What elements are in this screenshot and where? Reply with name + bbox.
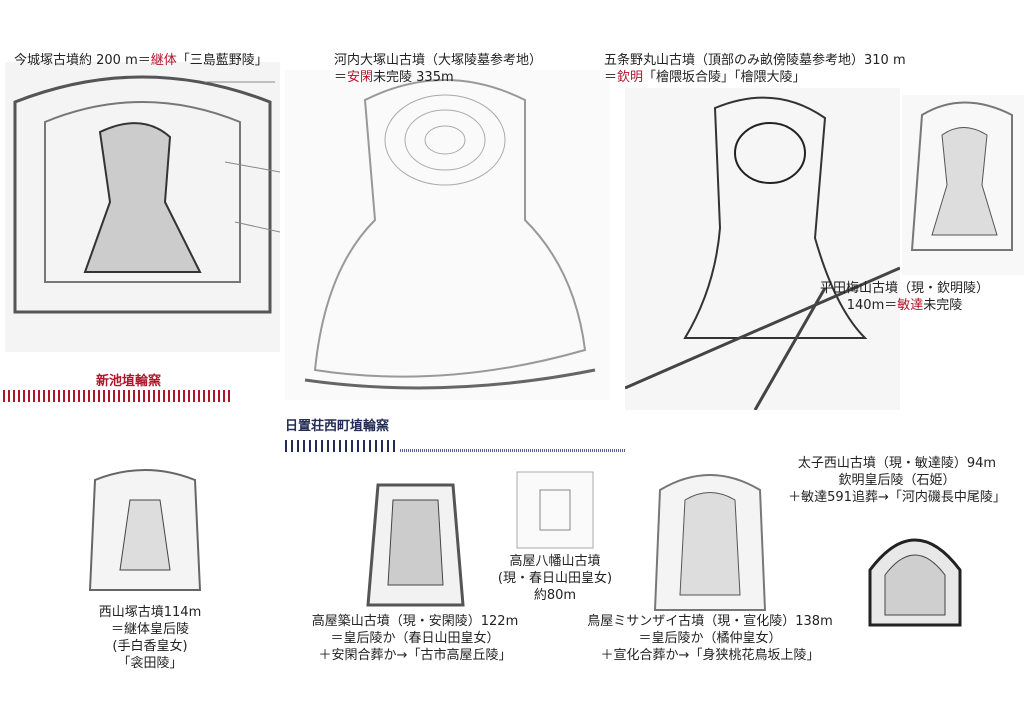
label-line: 太子西山古墳（現・敏達陵）94m [797,456,997,471]
label-line: 鳥屋ミサンザイ古墳（現・宣化陵）138m [587,614,833,629]
takaya-hachiman-map [515,470,595,550]
label-text: 未完陵 [923,298,963,313]
emperor-name: 敏達 [897,298,924,313]
gojono-maruyama-map [625,88,900,410]
label-line: 高屋築山古墳（現・安閑陵）122m [311,614,519,629]
gojono-maruyama-label: 五条野丸山古墳（頂部のみ畝傍陵墓参考地）310 m ＝欽明「檜隈坂合陵」「檜隈大… [604,52,906,86]
emperor-name: 安閑 [347,70,374,85]
label-text: 「檜隈坂合陵」「檜隈大陵」 [643,70,806,85]
takaya-tsukiyama-label: 高屋築山古墳（現・安閑陵）122m ＝皇后陵か（春日山田皇女） ＋安閑合葬か→「… [290,613,540,664]
label-line: ＋宣化合葬か→「身狭桃花鳥坂上陵」 [600,648,820,663]
hiokisho-kiln-bar-thin [400,449,625,452]
label-text: 140m＝ [846,298,898,313]
shinike-kiln-bar [3,390,231,402]
toriya-misanzai-label: 鳥屋ミサンザイ古墳（現・宣化陵）138m ＝皇后陵か（橘仲皇女） ＋宣化合葬か→… [560,613,860,664]
hirata-umeyama-map [902,95,1024,275]
hirata-umeyama-label: 平田梅山古墳（現・欽明陵） 140m＝敏達未完陵 [820,280,989,314]
label-line: ＝皇后陵か（橘仲皇女） [638,631,782,646]
label-line: 河内大塚山古墳（大塚陵墓参考地） [334,53,543,68]
label-line: ＋敏達591追葬→「河内磯長中尾陵」 [788,490,1006,505]
label-line: ＝継体皇后陵 [110,622,189,637]
label-line: (現・春日山田皇女) [497,571,613,586]
hiokisho-kiln-bar [285,440,399,452]
hiokisho-kiln-label: 日置荘西町埴輪窯 [285,419,390,434]
kawachi-otsuka-label: 河内大塚山古墳（大塚陵墓参考地） ＝安閑未完陵 335m [334,52,542,86]
label-line: 約80m [533,588,577,603]
label-line: 五条野丸山古墳（頂部のみ畝傍陵墓参考地）310 m [604,53,906,68]
emperor-name: 欽明 [617,70,644,85]
label-line: (手白香皇女) [112,639,188,654]
nishiyamazuka-label: 西山塚古墳114m ＝継体皇后陵 (手白香皇女) 「衾田陵」 [70,604,230,672]
taishi-nishiyama-label: 太子西山古墳（現・敏達陵）94m 欽明皇后陵（石姫） ＋敏達591追葬→「河内磯… [770,455,1024,506]
label-line: 「衾田陵」 [117,656,183,671]
label-line: ＝皇后陵か（春日山田皇女） [330,631,500,646]
taishi-nishiyama-map [860,520,970,630]
label-text: 未完陵 335m [373,70,454,85]
label-line: 西山塚古墳114m [98,605,202,620]
emperor-name: 継体 [150,53,177,68]
label-line: 平田梅山古墳（現・欽明陵） [820,281,990,296]
label-text: ＝ [334,70,348,85]
imashirozuka-label: 今城塚古墳約 200 m＝継体「三島藍野陵」 [14,52,268,69]
takaya-hachiman-label: 高屋八幡山古墳 (現・春日山田皇女) 約80m [480,553,630,604]
label-text: 「三島藍野陵」 [176,53,268,68]
label-text: ＝ [604,70,618,85]
label-line: 欽明皇后陵（石姫） [838,473,956,488]
imashirozuka-map [5,62,280,352]
takaya-tsukiyama-map [358,475,468,615]
kawachi-otsuka-map [285,70,610,400]
toriya-misanzai-map [640,460,780,625]
label-line: 高屋八幡山古墳 [509,554,601,569]
shinike-kiln-label: 新池埴輪窯 [96,374,162,389]
label-line: ＋安閑合葬か→「古市高屋丘陵」 [318,648,512,663]
nishiyamazuka-map [75,460,215,600]
label-text: 今城塚古墳約 200 m＝ [14,53,151,68]
